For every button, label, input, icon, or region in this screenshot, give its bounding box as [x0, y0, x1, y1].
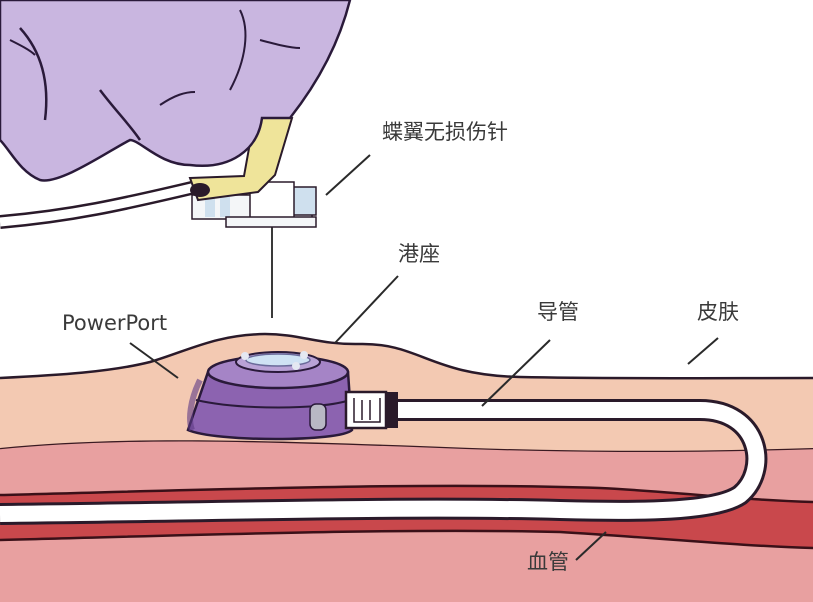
label-blood-vessel: 血管 — [527, 550, 569, 574]
leader-skin — [687, 337, 719, 365]
leader-lines — [129, 154, 719, 561]
label-huber-needle: 蝶翼无损伤针 — [382, 120, 508, 144]
label-port-body: 港座 — [398, 242, 440, 266]
leader-powerport — [129, 342, 179, 379]
iv-tubing — [0, 179, 202, 229]
catheter-tube — [0, 399, 768, 525]
label-powerport: PowerPort — [62, 311, 168, 335]
label-skin: 皮肤 — [697, 300, 739, 324]
label-catheter: 导管 — [537, 300, 579, 324]
leader-vessel — [575, 531, 607, 561]
skin-layer — [0, 332, 813, 451]
gloved-hand — [0, 0, 352, 182]
leader-needle — [325, 154, 371, 196]
port-body — [186, 351, 398, 441]
leader-catheter — [481, 339, 551, 407]
needle-hub — [188, 113, 317, 228]
huber-needle — [271, 218, 276, 318]
leader-port — [334, 275, 399, 344]
